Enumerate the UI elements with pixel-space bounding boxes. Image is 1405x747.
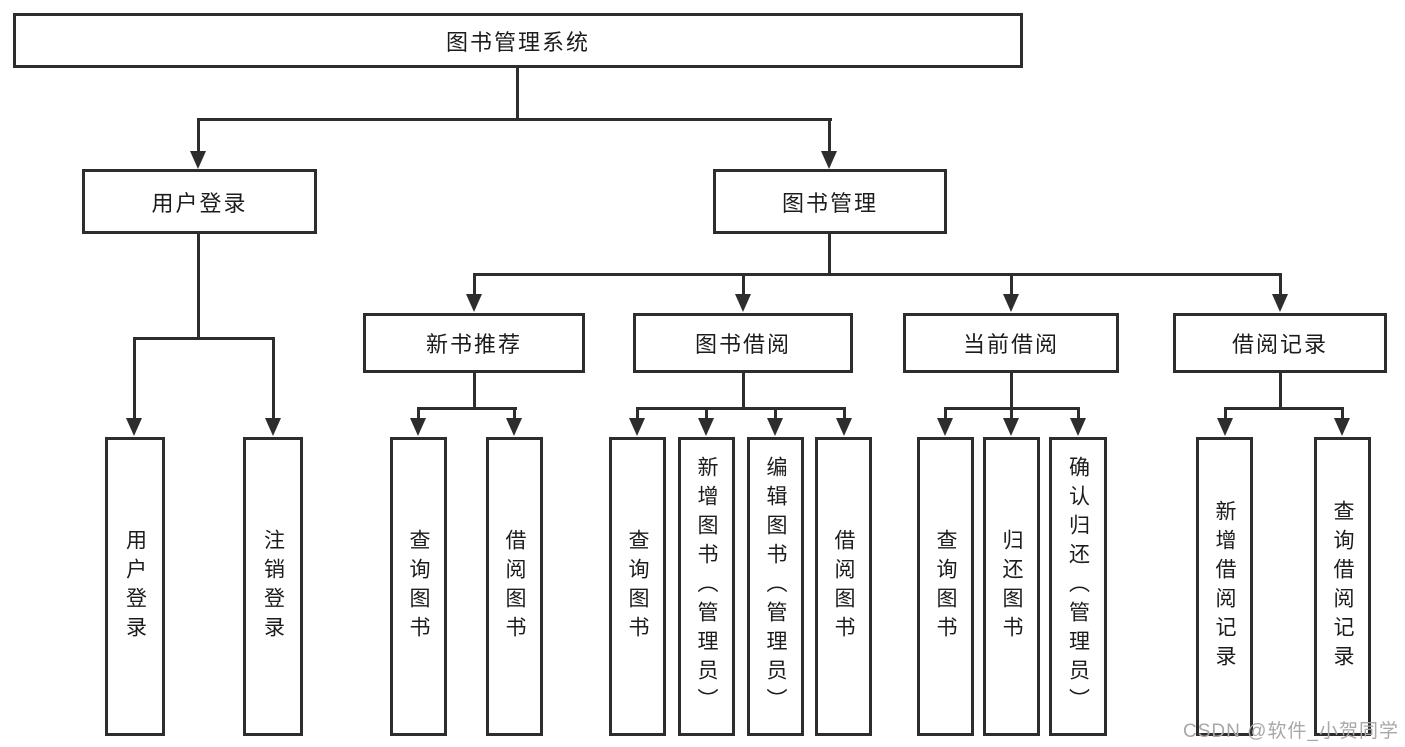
node-cb-query-books: 查询图书 <box>917 437 974 736</box>
connector-line <box>742 275 745 296</box>
connector-line <box>473 373 476 409</box>
connector-arrowhead <box>767 418 783 436</box>
connector-line <box>417 409 420 420</box>
connector-line <box>473 275 476 296</box>
node-bb-borrow-books: 借阅图书 <box>815 437 872 736</box>
connector-line <box>1279 373 1282 409</box>
connector-arrowhead <box>1070 418 1086 436</box>
connector-line <box>417 407 517 410</box>
connector-arrowhead <box>1003 418 1019 436</box>
connector-line <box>843 409 846 420</box>
node-book-borrow: 图书借阅 <box>633 313 853 373</box>
node-br-add-record: 新增借阅记录 <box>1196 437 1253 736</box>
node-bb-edit-books: 编辑图书（管理员） <box>747 437 804 736</box>
connector-line <box>197 234 200 339</box>
node-rec-borrow-books: 借阅图书 <box>486 437 543 736</box>
connector-arrowhead <box>1217 418 1233 436</box>
connector-line <box>473 273 1282 276</box>
node-cb-confirm-return: 确认归还（管理员） <box>1049 437 1107 736</box>
connector-arrowhead <box>821 151 837 169</box>
connector-line <box>1077 409 1080 420</box>
connector-line <box>197 118 832 121</box>
connector-arrowhead <box>506 418 522 436</box>
connector-arrowhead <box>1334 418 1350 436</box>
connector-arrowhead <box>629 418 645 436</box>
connector-line <box>774 409 777 420</box>
node-bb-query-books: 查询图书 <box>609 437 666 736</box>
connector-arrowhead <box>410 418 426 436</box>
connector-line <box>133 337 275 340</box>
connector-line <box>516 68 519 121</box>
connector-line <box>944 407 1080 410</box>
connector-line <box>513 409 516 420</box>
node-br-query-record: 查询借阅记录 <box>1314 437 1371 736</box>
connector-line <box>1279 275 1282 296</box>
connector-line <box>1341 409 1344 420</box>
node-current-borrow: 当前借阅 <box>903 313 1119 373</box>
connector-line <box>133 339 136 420</box>
node-rec-query-books: 查询图书 <box>390 437 447 736</box>
connector-arrowhead <box>190 151 206 169</box>
node-user-login: 用户登录 <box>82 169 317 234</box>
csdn-watermark: CSDN @软件_小贺同学 <box>1183 721 1399 742</box>
connector-line <box>636 409 639 420</box>
connector-arrowhead <box>836 418 852 436</box>
connector-line <box>944 409 947 420</box>
node-book-mgmt: 图书管理 <box>713 169 947 234</box>
connector-line <box>1010 373 1013 409</box>
connector-arrowhead <box>466 294 482 312</box>
connector-arrowhead <box>937 418 953 436</box>
node-cb-return-books: 归还图书 <box>983 437 1040 736</box>
connector-line <box>1010 275 1013 296</box>
connector-arrowhead <box>1272 294 1288 312</box>
connector-arrowhead <box>265 418 281 436</box>
connector-arrowhead <box>735 294 751 312</box>
connector-line <box>828 234 831 275</box>
connector-arrowhead <box>1003 294 1019 312</box>
node-borrow-records: 借阅记录 <box>1173 313 1387 373</box>
connector-line <box>636 407 846 410</box>
connector-line <box>1224 407 1344 410</box>
connector-line <box>705 409 708 420</box>
connector-line <box>1224 409 1227 420</box>
node-logout-leaf: 注销登录 <box>243 437 303 736</box>
connector-line <box>1010 409 1013 420</box>
connector-line <box>828 120 831 153</box>
connector-line <box>197 120 200 153</box>
connector-arrowhead <box>126 418 142 436</box>
node-root: 图书管理系统 <box>13 13 1023 68</box>
node-bb-add-books: 新增图书（管理员） <box>678 437 735 736</box>
node-user-login-leaf: 用户登录 <box>105 437 165 736</box>
connector-line <box>742 373 745 409</box>
node-new-book-rec: 新书推荐 <box>363 313 585 373</box>
connector-arrowhead <box>698 418 714 436</box>
connector-line <box>272 339 275 420</box>
